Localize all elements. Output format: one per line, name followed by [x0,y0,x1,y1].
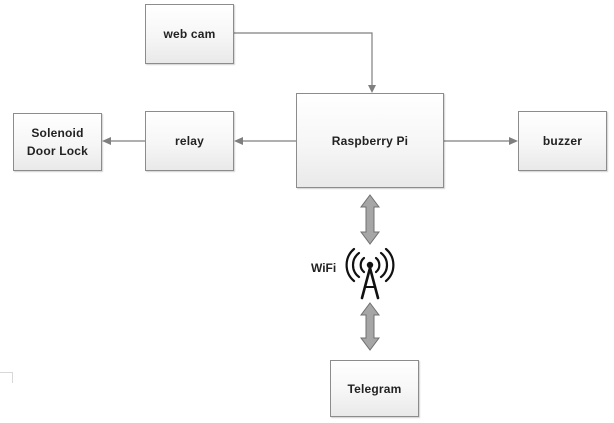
double-arrow-pi-wifi [360,194,380,245]
telegram-label: Telegram [347,381,402,396]
antenna-icon [345,247,395,300]
buzzer-label: buzzer [542,134,583,148]
edge-raspberry-pi-to-relay [234,137,296,145]
double-arrow-wifi-telegram [360,302,380,351]
raspberry-pi-box: Raspberry Pi [296,93,444,188]
solenoid-label-line1: Solenoid [31,126,84,140]
relay-box: relay [145,111,234,171]
buzzer-box: buzzer [518,111,607,171]
corner-mark [0,372,13,383]
edge-webcam-to-raspberry-pi [234,32,376,93]
solenoid-door-lock-box: Solenoid Door Lock [13,113,102,171]
edge-relay-to-solenoid [102,137,145,145]
solenoid-label-line2: Door Lock [26,144,89,158]
wifi-label: WiFi [311,261,337,275]
relay-label: relay [174,134,205,148]
webcam-box: web cam [145,4,234,64]
telegram-box: Telegram [330,360,419,417]
webcam-label: web cam [163,27,216,41]
raspberry-pi-label: Raspberry Pi [331,133,409,148]
edge-raspberry-pi-to-buzzer [444,137,518,145]
